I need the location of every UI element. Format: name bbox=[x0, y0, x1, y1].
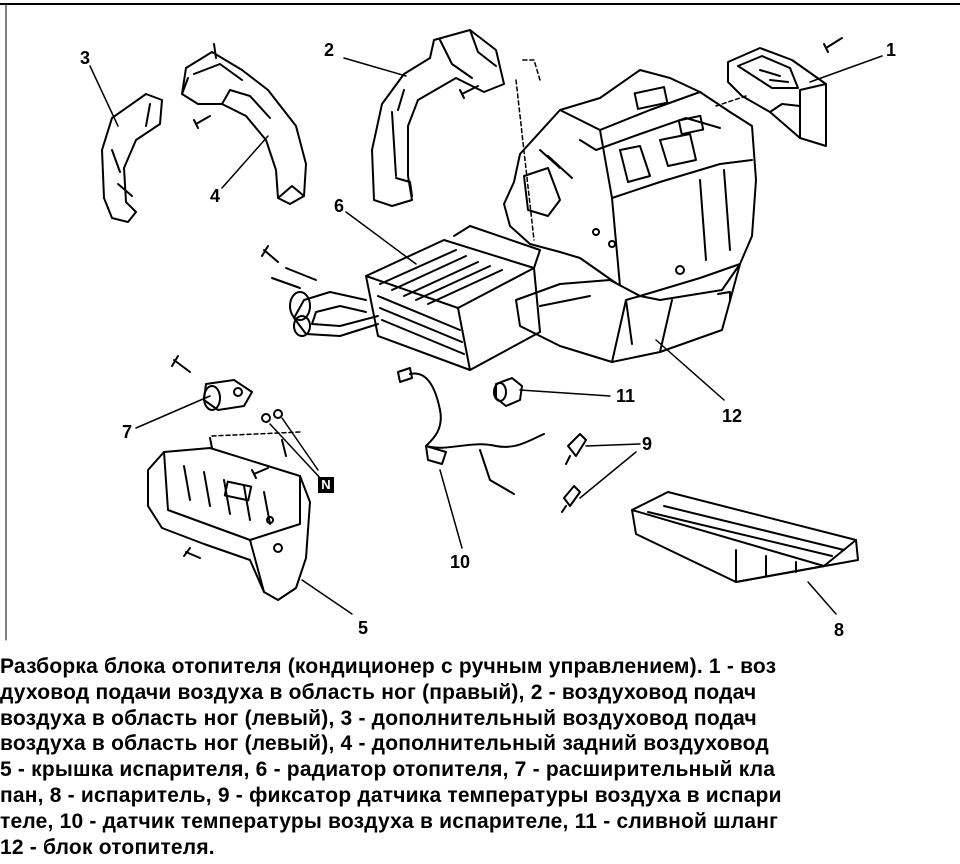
part-3-additional-left-duct bbox=[101, 93, 163, 223]
callout-11: 11 bbox=[616, 386, 636, 406]
callout-8: 8 bbox=[834, 620, 845, 640]
part-6-heater-core bbox=[271, 225, 541, 371]
part-5-evaporator-cover bbox=[147, 437, 311, 601]
exploded-diagram: 1 2 3 4 5 6 7 8 9 10 11 12 N bbox=[0, 3, 960, 641]
part-4-rear-additional-duct bbox=[181, 43, 307, 205]
caption-line: пан, 8 - испаритель, 9 - фиксатор датчик… bbox=[0, 783, 782, 807]
figure-caption: Разборка блока отопителя (кондиционер с … bbox=[0, 654, 960, 864]
n-mark-badge: N bbox=[318, 477, 334, 493]
part-11-drain-hose bbox=[493, 377, 523, 407]
caption-line: воздуха в область ног (левый), 3 - допол… bbox=[0, 706, 757, 730]
part-10-temp-sensor bbox=[397, 367, 545, 495]
callout-3: 3 bbox=[80, 48, 91, 68]
leader-lines bbox=[89, 55, 883, 615]
callout-9: 9 bbox=[642, 434, 653, 454]
caption-line: 5 - крышка испарителя, 6 - радиатор отоп… bbox=[0, 758, 776, 782]
caption-line: воздуха в область ног (левый), 4 - допол… bbox=[0, 732, 769, 756]
part-9-sensor-holders bbox=[561, 433, 587, 513]
part-7-expansion-valve bbox=[203, 379, 283, 423]
part-1-right-foot-duct bbox=[727, 47, 827, 147]
callout-7: 7 bbox=[122, 422, 133, 442]
part-2-left-foot-duct bbox=[371, 29, 505, 207]
screws bbox=[171, 37, 843, 559]
caption-line: 12 - блок отопителя. bbox=[0, 835, 215, 859]
caption-line: духовод подачи воздуха в область ног (пр… bbox=[0, 680, 757, 704]
callout-5: 5 bbox=[358, 618, 369, 638]
caption-line: теле, 10 - датчик температуры воздуха в … bbox=[0, 809, 779, 833]
part-12-heater-unit bbox=[503, 69, 757, 363]
part-8-evaporator bbox=[631, 491, 859, 583]
callout-2: 2 bbox=[324, 40, 335, 60]
callout-4: 4 bbox=[210, 186, 221, 206]
callout-10: 10 bbox=[450, 552, 471, 572]
callout-1: 1 bbox=[886, 40, 897, 60]
diagram-drawing bbox=[0, 3, 960, 641]
caption-line: Разборка блока отопителя (кондиционер с … bbox=[0, 655, 777, 678]
callout-6: 6 bbox=[334, 196, 345, 216]
callout-12: 12 bbox=[722, 406, 743, 426]
